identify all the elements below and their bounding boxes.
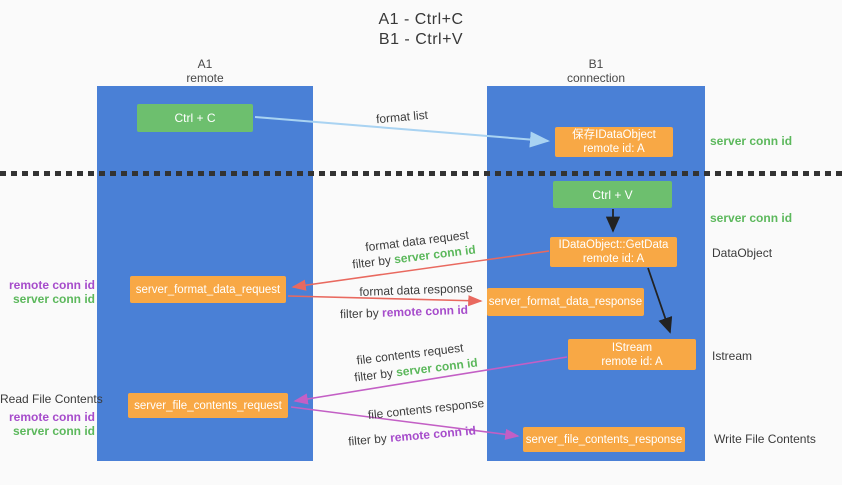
annotation-server-conn-id-bottom-left: server conn id (12, 424, 95, 438)
node-istream: IStream remote id: A (568, 339, 696, 370)
node-idataobject-getdata-line1: IDataObject::GetData (558, 239, 669, 251)
annotation-server-conn-id-mid-right: server conn id (710, 211, 793, 225)
remote-conn-id-text: remote conn id (389, 423, 477, 445)
filter-by-text: filter by (351, 252, 392, 272)
node-server-format-data-request-label: server_format_data_request (135, 283, 281, 296)
filter-by-text: filter by (353, 365, 394, 385)
edge-label-filter-by-remote-conn-id-2: filter by remote conn id (348, 423, 477, 448)
edge-label-filter-by-remote-conn-id-1: filter by remote conn id (340, 303, 468, 321)
filter-by-text: filter by (347, 431, 388, 449)
filter-by-text: filter by (339, 305, 379, 322)
node-ctrl-v-label: Ctrl + V (592, 187, 633, 202)
edge-label-file-contents-response-text: file contents response (367, 395, 485, 423)
lane-a1-name: A1 (197, 57, 213, 71)
title-line-2: B1 - Ctrl+V (378, 31, 464, 48)
node-istream-line1: IStream (611, 341, 653, 354)
node-ctrl-c: Ctrl + C (137, 104, 253, 132)
annotation-remote-conn-id-bottom-left: remote conn id (8, 410, 95, 424)
node-save-idataobject-line1: 保存IDataObject (572, 129, 656, 141)
node-server-file-contents-response-label: server_file_contents_response (525, 433, 683, 446)
node-server-file-contents-request: server_file_contents_request (128, 393, 288, 418)
node-save-idataobject-line2: remote id: A (583, 143, 645, 155)
annotation-istream: Istream (712, 349, 753, 363)
diagram-title: A1 - Ctrl+C B1 - Ctrl+V (0, 10, 842, 50)
edge-label-format-list: format list (375, 108, 428, 126)
annotation-remote-conn-id-top-left: remote conn id (8, 278, 95, 292)
node-server-format-data-response: server_format_data_response (487, 288, 644, 316)
lane-b1-subtitle: connection (566, 71, 626, 85)
node-idataobject-getdata-line2: remote id: A (582, 253, 645, 265)
annotation-server-conn-id-top-right: server conn id (710, 134, 793, 148)
dotted-divider-line (0, 171, 842, 176)
node-server-file-contents-response: server_file_contents_response (523, 427, 685, 452)
annotation-write-file-contents: Write File Contents (714, 432, 816, 446)
node-server-format-data-request: server_format_data_request (130, 276, 286, 303)
edge-label-format-list-text: format list (375, 107, 429, 127)
node-server-file-contents-request-label: server_file_contents_request (134, 399, 282, 412)
node-istream-line2: remote id: A (601, 355, 663, 368)
node-ctrl-v: Ctrl + V (553, 181, 672, 208)
lane-header-a1: A1 remote (125, 57, 285, 85)
node-idataobject-getdata: IDataObject::GetData remote id: A (550, 237, 677, 267)
lane-a1-subtitle: remote (186, 71, 224, 85)
edge-label-file-contents-response: file contents response (367, 396, 485, 422)
annotation-dataobject: DataObject (712, 246, 773, 260)
title-line-1: A1 - Ctrl+C (378, 11, 464, 28)
annotation-server-conn-id-top-left: server conn id (12, 292, 95, 306)
edge-label-format-data-response: format data response (359, 281, 473, 299)
lane-header-b1: B1 connection (516, 57, 676, 85)
node-ctrl-c-label: Ctrl + C (174, 111, 216, 125)
node-save-idataobject: 保存IDataObject remote id: A (555, 127, 673, 157)
annotation-read-file-contents: Read File Contents (0, 392, 103, 406)
lane-b1-name: B1 (588, 57, 604, 71)
node-server-format-data-response-label: server_format_data_response (488, 296, 643, 308)
edge-label-format-data-response-text: format data response (359, 281, 473, 299)
remote-conn-id-text: remote conn id (381, 302, 469, 320)
